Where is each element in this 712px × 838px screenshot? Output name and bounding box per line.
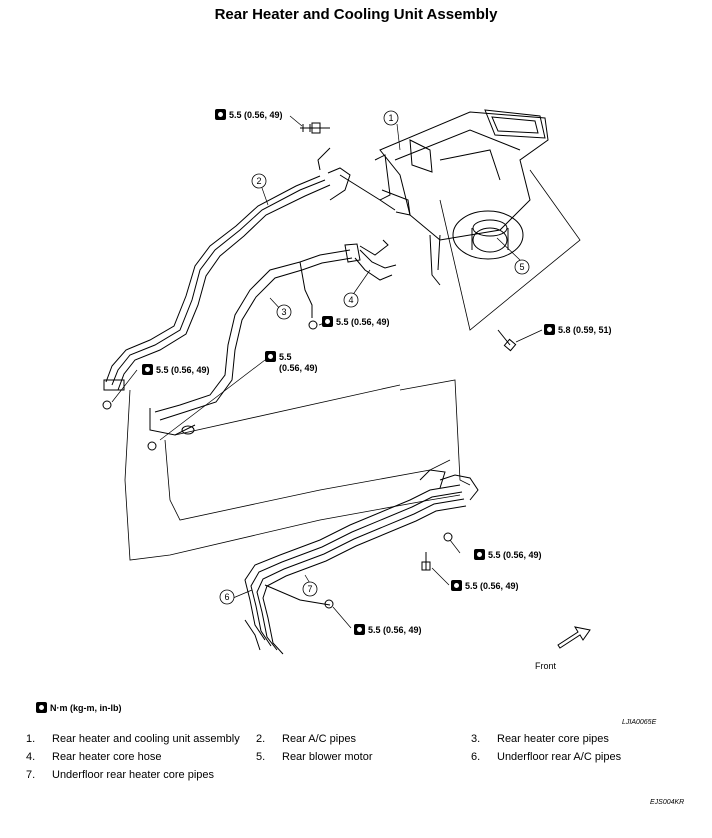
list-item: 6.Underfloor rear A/C pipes [471, 751, 622, 763]
torque-label-under-1: 5.5 (0.56, 49) [474, 549, 542, 561]
list-item: 4.Rear heater core hose [26, 751, 162, 763]
list-item: 3.Rear heater core pipes [471, 733, 609, 745]
figure-code: LJIA0065E [622, 719, 657, 726]
torque-wrench-icon [474, 549, 485, 560]
torque-wrench-icon [322, 316, 333, 327]
callout-circles [219, 110, 530, 605]
list-item: 5.Rear blower motor [256, 751, 373, 763]
callout-4: 4 [348, 295, 353, 305]
torque-label-left-bracket: 5.5 (0.56, 49) [142, 364, 210, 376]
callout-5: 5 [519, 262, 524, 272]
page-title: Rear Heater and Cooling Unit Assembly [214, 6, 498, 23]
torque-label-mid-pipe: 5.5 (0.56, 49) [322, 316, 390, 328]
list-item: 7.Underfloor rear heater core pipes [26, 769, 215, 781]
list-item: 2.Rear A/C pipes [256, 733, 356, 745]
assembly-diagram: 1 2 3 4 5 6 7 [102, 109, 591, 655]
torque-label-under-3: 5.5 (0.56, 49) [354, 624, 422, 636]
torque-legend: N·m (kg-m, in-lb) [36, 702, 122, 713]
torque-wrench-icon [451, 580, 462, 591]
fasteners [102, 122, 517, 609]
torque-wrench-icon [265, 351, 276, 362]
callout-1: 1 [388, 113, 393, 123]
torque-label-blower-bolt: 5.8 (0.59, 51) [544, 324, 612, 336]
torque-wrench-icon [36, 702, 47, 713]
front-arrow-icon [557, 626, 591, 649]
document-code: EJS004KR [650, 799, 685, 806]
rear-heater-core-hose [354, 239, 397, 281]
list-item: 1.Rear heater and cooling unit assembly [26, 733, 240, 745]
rear-blower-motor [452, 210, 524, 260]
torque-label-top-bolt: 5.5 (0.56, 49) [215, 109, 283, 121]
underfloor-pipes [244, 469, 479, 655]
torque-wrench-icon [544, 324, 555, 335]
torque-label-center-bracket: 5.5 (0.56, 49) [265, 351, 318, 374]
torque-wrench-icon [142, 364, 153, 375]
torque-wrench-icon [354, 624, 365, 635]
callout-7: 7 [307, 584, 312, 594]
callout-6: 6 [224, 592, 229, 602]
callout-3: 3 [281, 307, 286, 317]
rear-heater-core-pipes [149, 243, 361, 436]
torque-label-under-2: 5.5 (0.56, 49) [451, 580, 519, 592]
callout-2: 2 [256, 176, 261, 186]
heater-cooling-unit [374, 109, 549, 286]
torque-wrench-icon [215, 109, 226, 120]
rear-ac-pipes [103, 147, 396, 391]
front-label: Front [535, 661, 557, 671]
